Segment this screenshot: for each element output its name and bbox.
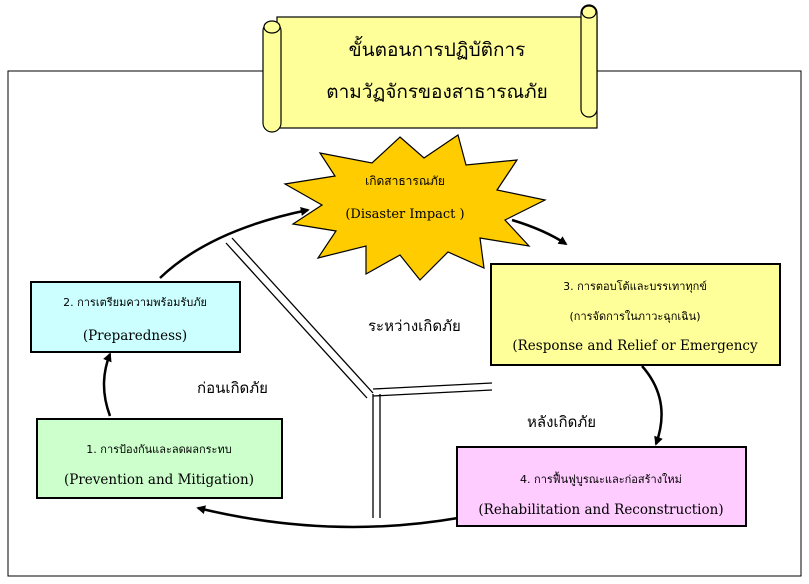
stage-response-box: 3. การตอบโต้และบรรเทาทุกข์ (การจัดการในภ… (490, 263, 781, 366)
stage-prevention-box: 1. การป้องกันและลดผลกระทบ (Prevention an… (36, 418, 283, 499)
prevention-thai-label: 1. การป้องกันและลดผลกระทบ (86, 443, 232, 456)
phase-dividers (225, 237, 493, 518)
preparedness-thai-label: 2. การเตรียมความพร้อมรับภัย (63, 296, 207, 309)
title-line-1: ขั้นตอนการปฏิบัติการ (348, 39, 526, 61)
response-thai-label: 3. การตอบโต้และบรรเทาทุกข์ (563, 280, 707, 293)
impact-english-label: (Disaster Impact ) (345, 207, 465, 222)
response-thai-sublabel: (การจัดการในภาวะฉุกเฉิน) (569, 310, 701, 323)
phase-before-label: ก่อนเกิดภัย (197, 379, 268, 397)
title-line-2: ตามวัฏจักรของสาธารณภัย (326, 81, 548, 103)
cycle-arrows (102, 207, 663, 529)
arrow-impact-to-response (511, 218, 568, 246)
prevention-english-label: (Prevention and Mitigation) (63, 472, 255, 488)
arrow-preparedness-to-impact (159, 207, 310, 279)
stage-rehabilitation-box: 4. การฟื้นฟูบูรณะและก่อสร้างใหม่ (Rehabi… (456, 446, 747, 527)
phase-after-label: หลังเกิดภัย (527, 413, 597, 431)
response-english-label: (Response and Relief or Emergency (512, 338, 758, 354)
disaster-impact-burst (283, 134, 547, 281)
rehabilitation-thai-label: 4. การฟื้นฟูบูรณะและก่อสร้างใหม่ (520, 473, 682, 486)
arrow-rehabilitation-to-prevention (196, 505, 459, 529)
rehabilitation-english-label: (Rehabilitation and Reconstruction) (478, 502, 724, 518)
title-scroll (262, 4, 598, 133)
preparedness-english-label: (Preparedness) (82, 328, 188, 344)
impact-label: เกิดสาธารณภัย (Disaster Impact ) (345, 172, 465, 222)
arrow-response-to-rehabilitation (641, 365, 663, 446)
impact-thai-label: เกิดสาธารณภัย (365, 174, 445, 188)
stage-preparedness-box: 2. การเตรียมความพร้อมรับภัย (Preparednes… (30, 281, 241, 353)
phase-during-label: ระหว่างเกิดภัย (368, 317, 461, 335)
page-title: ขั้นตอนการปฏิบัติการ ตามวัฏจักรของสาธารณ… (277, 35, 597, 107)
arrow-prevention-to-preparedness (102, 352, 112, 417)
